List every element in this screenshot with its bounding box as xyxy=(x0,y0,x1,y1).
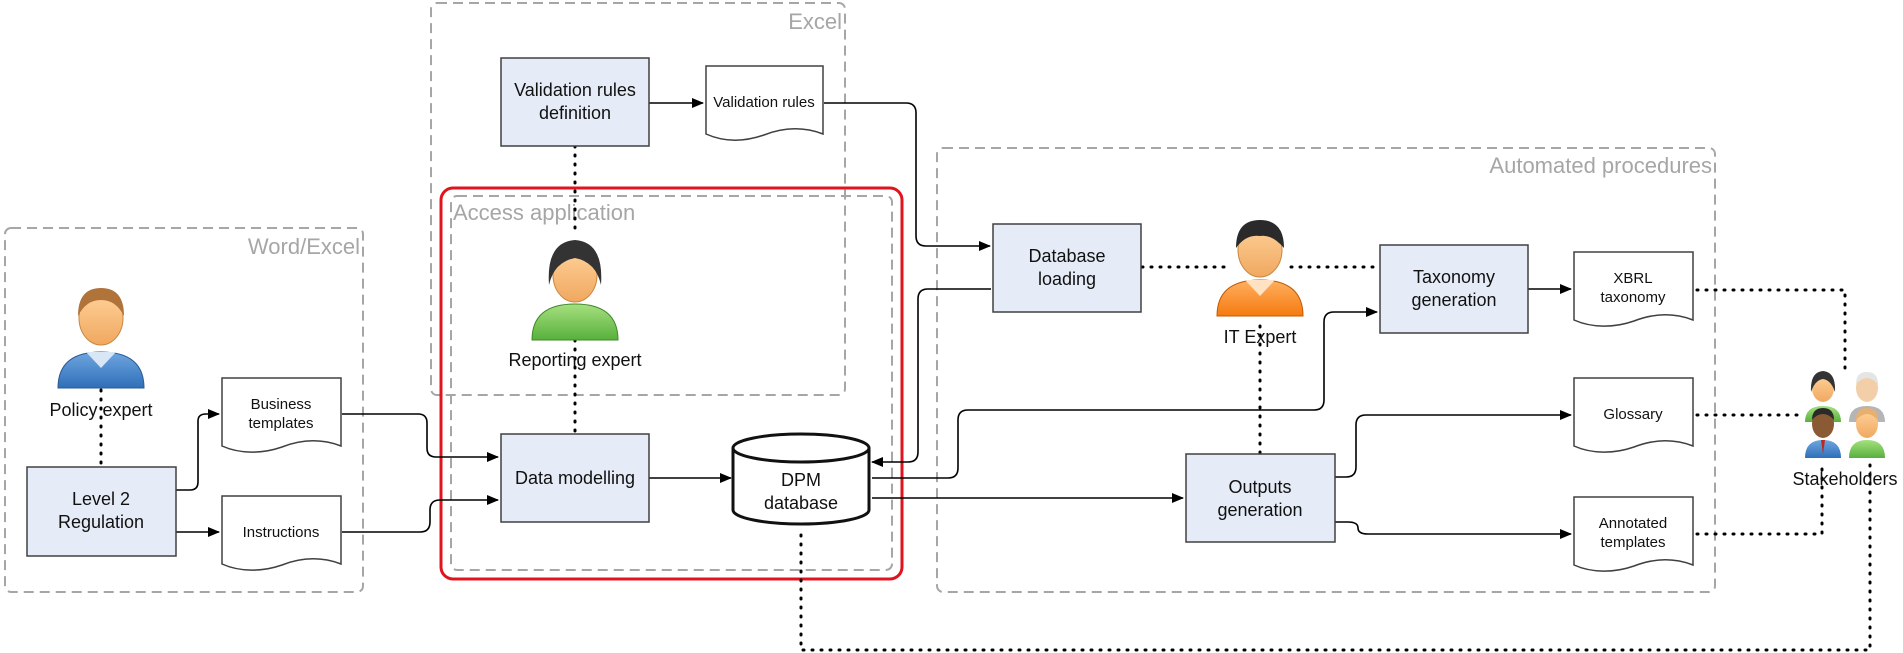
actor-reporting-expert: Reporting expert xyxy=(508,240,642,370)
association-lines xyxy=(99,144,1872,652)
group-word-excel: Word/Excel xyxy=(4,227,364,593)
document-business-templates[interactable]: Business templates xyxy=(221,377,342,453)
process-label: definition xyxy=(539,103,611,123)
document-annotated-templates[interactable]: Annotated templates xyxy=(1573,496,1694,572)
document-xbrl-taxonomy[interactable]: XBRL taxonomy xyxy=(1573,251,1694,327)
person-icon xyxy=(57,288,145,389)
people-group-icon xyxy=(1805,371,1885,458)
group-excel: Excel xyxy=(430,2,846,396)
person-icon xyxy=(531,240,619,341)
actor-stakeholders: Stakeholders xyxy=(1792,371,1898,489)
document-glossary[interactable]: Glossary xyxy=(1573,377,1694,453)
actor-label: IT Expert xyxy=(1224,327,1297,347)
person-icon xyxy=(1216,220,1304,317)
document-label: Glossary xyxy=(1603,406,1663,423)
group-access-application: Access application xyxy=(439,186,904,581)
process-label: generation xyxy=(1217,500,1302,520)
document-label: Validation rules xyxy=(713,94,814,111)
process-data-modelling[interactable]: Data modelling xyxy=(500,433,650,523)
group-label-access: Access application xyxy=(453,200,635,225)
process-label: Validation rules xyxy=(514,80,636,100)
process-label: Database xyxy=(1028,246,1105,266)
process-label: Data modelling xyxy=(515,468,635,488)
group-label-excel: Excel xyxy=(788,9,842,34)
process-label: generation xyxy=(1411,290,1496,310)
process-outputs-generation[interactable]: Outputs generation xyxy=(1185,453,1336,543)
process-label: Regulation xyxy=(58,512,144,532)
process-label: loading xyxy=(1038,269,1096,289)
document-label: taxonomy xyxy=(1600,289,1666,306)
process-label: Taxonomy xyxy=(1413,267,1495,287)
document-label: templates xyxy=(1600,534,1665,551)
actor-label: Policy expert xyxy=(49,400,152,420)
group-label-automated: Automated procedures xyxy=(1489,153,1712,178)
process-label: Outputs xyxy=(1228,477,1291,497)
document-label: Business xyxy=(251,396,312,413)
process-level-2-regulation[interactable]: Level 2 Regulation xyxy=(26,466,177,557)
document-label: Annotated xyxy=(1599,515,1667,532)
actor-policy-expert: Policy expert xyxy=(49,288,153,420)
actor-label: Stakeholders xyxy=(1792,469,1897,489)
group-label-word-excel: Word/Excel xyxy=(248,234,360,259)
actor-label: Reporting expert xyxy=(508,350,641,370)
dpm-database-cylinder[interactable]: DPM database xyxy=(731,432,871,526)
database-label: DPM xyxy=(781,470,821,490)
group-automated-procedures: Automated procedures xyxy=(936,147,1716,593)
process-database-loading[interactable]: Database loading xyxy=(992,223,1142,313)
document-label: XBRL xyxy=(1613,270,1652,287)
actor-it-expert: IT Expert xyxy=(1216,220,1304,347)
document-instructions[interactable]: Instructions xyxy=(221,495,342,571)
process-taxonomy-generation[interactable]: Taxonomy generation xyxy=(1379,244,1529,334)
document-validation-rules[interactable]: Validation rules xyxy=(705,65,824,141)
process-validation-rules-definition[interactable]: Validation rules definition xyxy=(500,57,650,147)
document-label: Instructions xyxy=(243,524,320,541)
document-label: templates xyxy=(248,415,313,432)
database-label: database xyxy=(764,493,838,513)
flow-arrows xyxy=(176,98,1572,539)
process-label: Level 2 xyxy=(72,489,130,509)
